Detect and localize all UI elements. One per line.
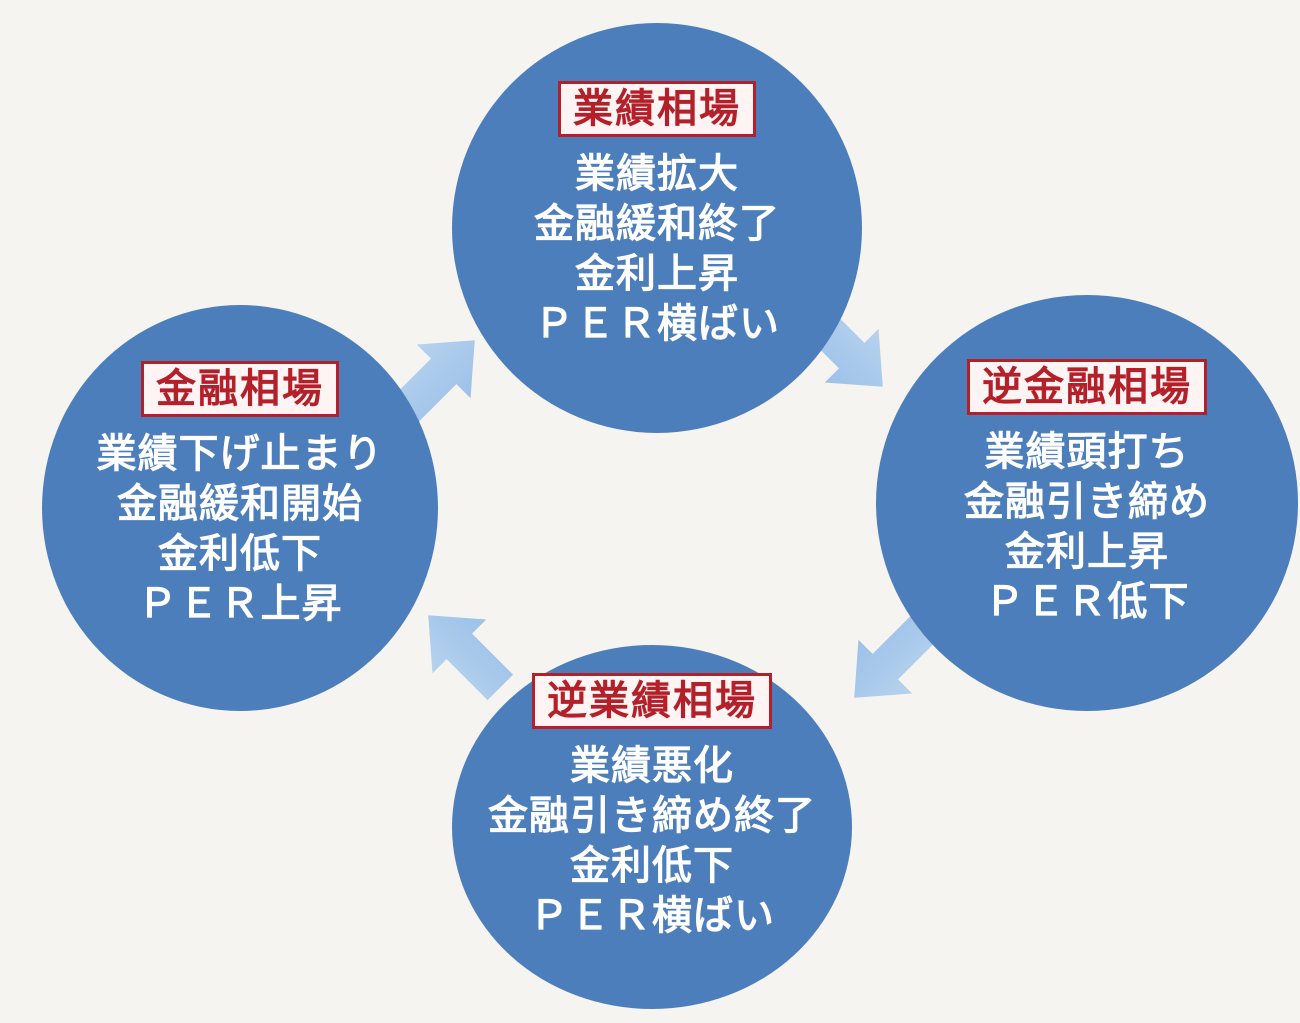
stage-line: 業績下げ止まり <box>96 432 384 476</box>
stage-title-badge: 逆業績相場 <box>532 673 772 729</box>
stage-title-badge: 業績相場 <box>558 81 756 137</box>
stage-line: 業績拡大 <box>575 152 739 196</box>
stage-line: 業績悪化 <box>570 744 734 788</box>
arrow-up-right-icon <box>389 340 475 426</box>
stage-line: 金融緩和開始 <box>117 482 363 526</box>
stage-performance-market-circle: 業績相場 業績拡大 金融緩和終了 金利上昇 ＰＥＲ横ばい <box>452 23 862 433</box>
stage-title: 逆業績相場 <box>547 679 757 723</box>
stage-line: 金利上昇 <box>575 252 739 296</box>
stage-line: 金融引き締め終了 <box>488 794 816 838</box>
stage-line: 金利低下 <box>570 844 734 888</box>
arrow-down-left-icon <box>854 612 940 698</box>
stage-title-badge: 逆金融相場 <box>967 359 1207 415</box>
stage-line: ＰＥＲ低下 <box>984 580 1190 624</box>
stage-title: 逆金融相場 <box>982 365 1192 409</box>
stage-line: 金融緩和終了 <box>534 202 780 246</box>
arrow-up-left-icon <box>428 615 514 701</box>
stage-title: 業績相場 <box>573 87 741 131</box>
stage-reverse-financial-market-circle: 逆金融相場 業績頭打ち 金融引き締め 金利上昇 ＰＥＲ低下 <box>876 295 1298 711</box>
stage-line: 金融引き締め <box>964 480 1210 524</box>
stage-line: 金利低下 <box>158 532 322 576</box>
stage-financial-market-circle: 金融相場 業績下げ止まり 金融緩和開始 金利低下 ＰＥＲ上昇 <box>42 305 438 711</box>
stage-line: ＰＥＲ横ばい <box>534 302 780 346</box>
stage-title: 金融相場 <box>156 367 324 411</box>
stage-line: 業績頭打ち <box>984 430 1190 474</box>
stage-reverse-performance-market-circle: 逆業績相場 業績悪化 金融引き締め終了 金利低下 ＰＥＲ横ばい <box>452 645 852 1009</box>
stage-line: ＰＥＲ上昇 <box>137 582 343 626</box>
stage-title-badge: 金融相場 <box>141 361 339 417</box>
stage-line: ＰＥＲ横ばい <box>529 894 775 938</box>
stage-line: 金利上昇 <box>1005 530 1169 574</box>
